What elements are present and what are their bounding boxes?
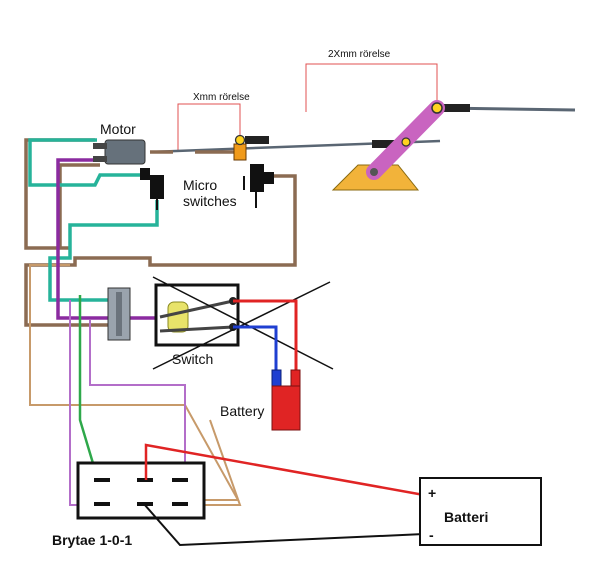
switch-label: Switch bbox=[172, 351, 213, 367]
battery-terminal-pos bbox=[290, 369, 301, 387]
batteri-plus-sign: + bbox=[428, 485, 436, 501]
battery-red-lead bbox=[233, 299, 298, 378]
batteri-plus-wire bbox=[144, 443, 425, 497]
connector-block-inner bbox=[116, 292, 122, 336]
motor-label: Motor bbox=[100, 121, 136, 137]
toggle-switch-box bbox=[154, 283, 240, 347]
rod-sleeve-2 bbox=[440, 104, 470, 112]
tan-wiring bbox=[29, 264, 242, 506]
lever-pivot bbox=[370, 168, 378, 176]
motor-terminal-top bbox=[93, 143, 107, 149]
battery-label: Battery bbox=[220, 403, 264, 419]
motor-body bbox=[104, 139, 146, 165]
twoxmm-label: 2Xmm rörelse bbox=[328, 49, 391, 60]
cross-out-line-1 bbox=[152, 276, 334, 370]
micro-switches-label-2: switches bbox=[183, 193, 237, 209]
battery-terminal-neg bbox=[271, 369, 282, 387]
battery-blue-lead bbox=[233, 325, 278, 378]
batteri-box bbox=[419, 477, 542, 546]
rod-clamp bbox=[245, 136, 269, 144]
batteri-minus-wire bbox=[143, 503, 425, 547]
micro-switch-right bbox=[243, 164, 274, 208]
brytare-label: Brytae 1-0-1 bbox=[52, 532, 132, 548]
xmm-bracket bbox=[177, 103, 241, 152]
micro-switches-label-1: Micro bbox=[183, 177, 217, 193]
toggle-switch-contact-bottom bbox=[159, 325, 234, 333]
purple-wiring bbox=[56, 158, 168, 320]
lever-top-joint bbox=[431, 102, 443, 114]
green-wire bbox=[78, 295, 100, 481]
xmm-label: Xmm rörelse bbox=[193, 92, 250, 103]
rod-sleeve bbox=[372, 140, 402, 148]
lever-mid-joint bbox=[401, 137, 411, 147]
batteri-label: Batteri bbox=[444, 509, 488, 525]
actuator-cam-joint bbox=[234, 134, 246, 146]
teal-wiring bbox=[28, 138, 159, 302]
batteri-minus-sign: - bbox=[429, 527, 434, 543]
toggle-switch-paddle bbox=[167, 301, 189, 333]
actuator-cam bbox=[233, 143, 247, 161]
twoxmm-bracket bbox=[305, 63, 438, 112]
toggle-switch-contact-top bbox=[159, 299, 234, 319]
micro-switch-left bbox=[140, 168, 164, 210]
battery-body bbox=[271, 385, 301, 431]
motor-terminal-bottom bbox=[93, 156, 107, 162]
brytare-box bbox=[76, 461, 206, 520]
